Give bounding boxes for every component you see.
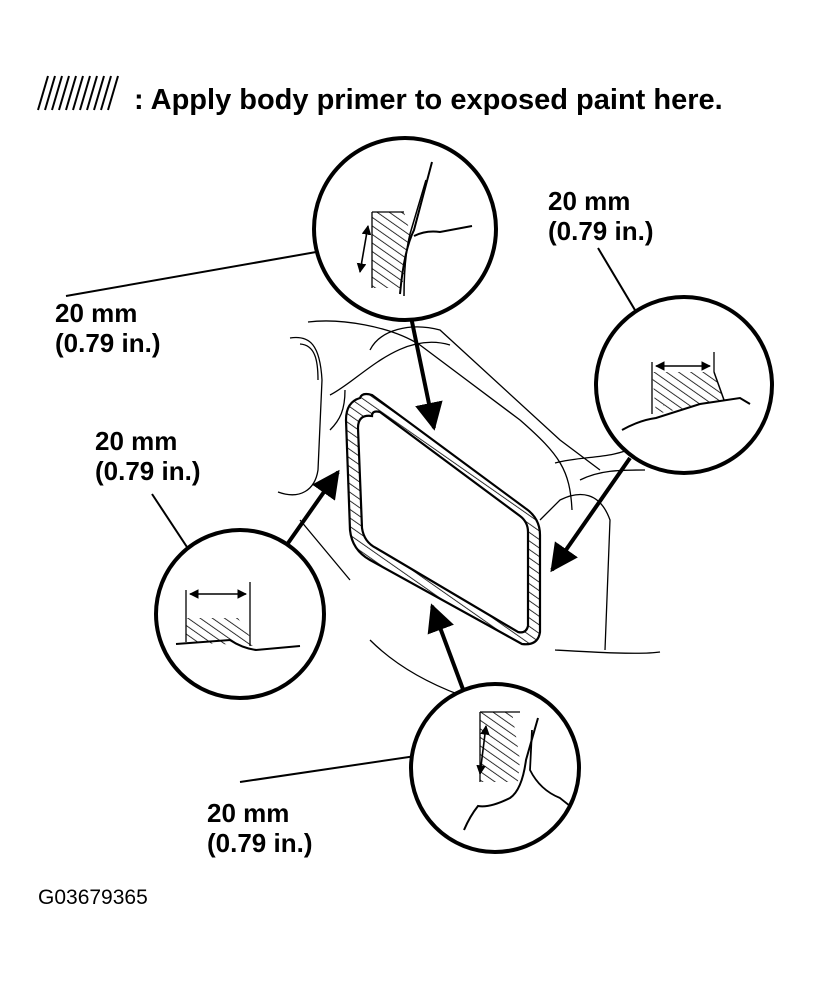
callout-label-top: 20 mm (0.79 in.) — [55, 298, 160, 358]
vehicle-body-outline — [277, 320, 661, 696]
callout-bottom-in: (0.79 in.) — [207, 828, 313, 858]
callout-bottom-mm: 20 mm — [207, 798, 290, 828]
callout-right-mm: 20 mm — [548, 186, 631, 216]
windshield-opening — [344, 392, 542, 646]
arrow-bottom — [427, 603, 466, 693]
leader-arrows — [284, 311, 632, 693]
legend-text: : Apply body primer to exposed paint her… — [134, 84, 723, 116]
callout-right-in: (0.79 in.) — [548, 216, 654, 246]
callout-left-in: (0.79 in.) — [95, 456, 201, 486]
arrow-left — [284, 469, 340, 548]
callout-label-right: 20 mm (0.79 in.) — [548, 186, 653, 246]
callout-label-bottom: 20 mm (0.79 in.) — [207, 798, 312, 858]
callout-top-in: (0.79 in.) — [55, 328, 161, 358]
callout-top-mm: 20 mm — [55, 298, 138, 328]
detail-circle-right — [594, 295, 774, 475]
callout-label-left: 20 mm (0.79 in.) — [95, 426, 200, 486]
detail-circle-left — [154, 528, 326, 700]
figure-code: G03679365 — [38, 886, 148, 909]
arrow-top — [408, 311, 443, 431]
legend-hatch-icon — [37, 75, 119, 111]
callout-left-mm: 20 mm — [95, 426, 178, 456]
detail-circle-bottom — [409, 682, 581, 854]
arrow-right — [550, 456, 632, 573]
detail-circle-top — [312, 136, 498, 322]
